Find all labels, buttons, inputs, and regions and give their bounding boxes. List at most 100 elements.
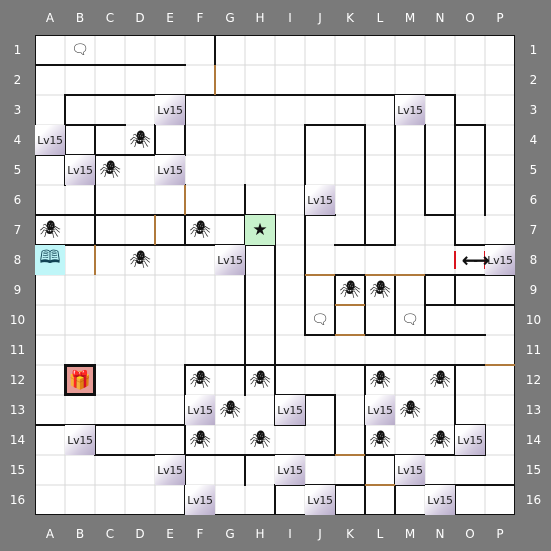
row-label-7: 7 [529,223,538,237]
arrow-right-icon[interactable]: → [473,248,490,272]
book-icon[interactable]: 🕮 [35,245,65,275]
spider-icon[interactable]: 🕷 [189,429,211,450]
monster-level-tile[interactable]: Lv15 [155,95,185,125]
column-label-o: O [465,10,475,25]
spider-icon[interactable]: 🕷 [99,159,121,180]
row-label-7: 7 [13,223,22,237]
row-label-2: 2 [529,73,538,87]
spider-icon[interactable]: 🕷 [369,369,391,390]
column-label-h: H [255,526,265,541]
column-label-j: J [318,10,322,25]
chat-bubble-icon[interactable]: 🗨 [401,312,419,328]
monster-level-tile[interactable]: Lv15 [35,125,65,155]
monster-level-tile[interactable]: Lv15 [185,395,215,425]
column-label-f: F [196,526,204,541]
row-label-8: 8 [529,253,538,267]
monster-level-tile[interactable]: Lv15 [395,95,425,125]
row-label-1: 1 [13,43,22,57]
row-label-3: 3 [529,103,538,117]
spider-icon[interactable]: 🕷 [399,399,421,420]
row-label-14: 14 [9,433,26,447]
spider-icon[interactable]: 🕷 [429,369,451,390]
row-label-15: 15 [9,463,26,477]
column-label-d: D [135,526,145,541]
row-label-4: 4 [13,133,22,147]
monster-level-tile[interactable]: Lv15 [155,155,185,185]
column-label-l: L [376,526,384,541]
column-label-m: M [404,10,416,25]
column-label-h: H [255,10,265,25]
spider-icon[interactable]: 🕷 [369,279,391,300]
column-label-p: P [496,10,504,25]
spider-icon[interactable]: 🕷 [249,369,271,390]
monster-level-tile[interactable]: Lv15 [305,185,335,215]
column-label-p: P [496,526,504,541]
spider-icon[interactable]: 🕷 [189,369,211,390]
row-label-15: 15 [525,463,542,477]
column-label-c: C [105,526,115,541]
monster-level-tile[interactable]: Lv15 [455,425,485,455]
row-label-5: 5 [529,163,538,177]
row-label-16: 16 [9,493,26,507]
column-label-a: A [45,10,55,25]
column-label-d: D [135,10,145,25]
column-label-m: M [404,526,416,541]
column-label-n: N [435,526,445,541]
column-label-i: I [288,10,292,25]
row-label-6: 6 [13,193,22,207]
column-label-k: K [346,10,354,25]
spider-icon[interactable]: 🕷 [189,219,211,240]
monster-level-tile[interactable]: Lv15 [275,455,305,485]
monster-level-tile[interactable]: Lv15 [425,485,455,515]
spider-icon[interactable]: 🕷 [429,429,451,450]
spider-icon[interactable]: 🕷 [39,219,61,240]
monster-level-tile[interactable]: Lv15 [395,455,425,485]
arrow-left-icon[interactable]: ← [461,248,479,272]
column-label-n: N [435,10,445,25]
column-label-g: G [225,10,235,25]
column-label-a: A [45,526,55,541]
column-label-j: J [318,526,322,541]
column-label-b: B [75,10,85,25]
column-label-e: E [166,526,174,541]
spider-icon[interactable]: 🕷 [249,429,271,450]
gift-icon[interactable]: 🎁 [65,365,95,395]
row-label-13: 13 [525,403,542,417]
spider-icon[interactable]: 🕷 [219,399,241,420]
row-label-14: 14 [525,433,542,447]
column-label-c: C [105,10,115,25]
row-label-10: 10 [9,313,26,327]
row-label-9: 9 [529,283,538,297]
spider-icon[interactable]: 🕷 [129,249,151,270]
row-label-10: 10 [525,313,542,327]
row-label-2: 2 [13,73,22,87]
row-label-11: 11 [525,343,542,357]
monster-level-tile[interactable]: Lv15 [185,485,215,515]
monster-level-tile[interactable]: Lv15 [65,155,95,185]
row-label-9: 9 [13,283,22,297]
column-label-o: O [465,526,475,541]
chat-bubble-icon[interactable]: 🗨 [311,312,329,328]
monster-level-tile[interactable]: Lv15 [365,395,395,425]
spider-icon[interactable]: 🕷 [129,129,151,150]
monster-level-tile[interactable]: Lv15 [215,245,245,275]
chat-bubble-icon[interactable]: 🗨 [71,42,89,58]
spider-icon[interactable]: 🕷 [339,279,361,300]
column-label-l: L [376,10,384,25]
star-icon[interactable]: ★ [245,215,275,245]
row-label-11: 11 [9,343,26,357]
column-label-f: F [196,10,204,25]
column-label-e: E [166,10,174,25]
spider-icon[interactable]: 🕷 [369,429,391,450]
monster-level-tile[interactable]: Lv15 [275,395,305,425]
monster-level-tile[interactable]: Lv15 [305,485,335,515]
monster-level-tile[interactable]: Lv15 [65,425,95,455]
row-label-4: 4 [529,133,538,147]
column-label-k: K [346,526,354,541]
row-label-13: 13 [9,403,26,417]
monster-level-tile[interactable]: Lv15 [155,455,185,485]
row-label-5: 5 [13,163,22,177]
monster-level-tile[interactable]: Lv15 [485,245,515,275]
